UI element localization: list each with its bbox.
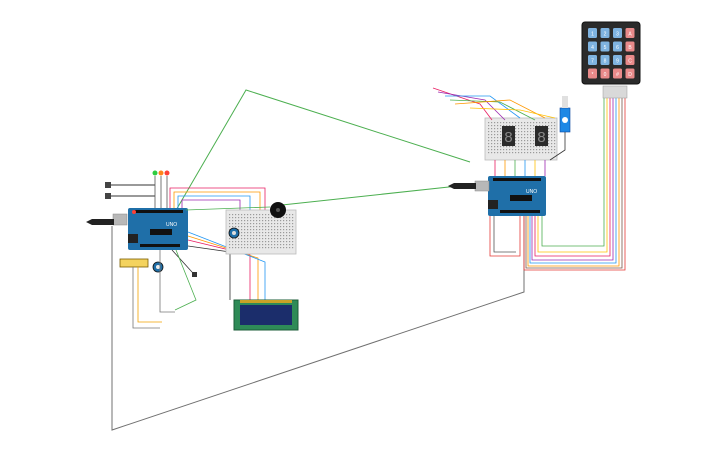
wires-right-top bbox=[432, 87, 556, 121]
keypad-key-label: 5 bbox=[604, 45, 607, 51]
board-label: UNO bbox=[526, 189, 537, 195]
keypad-key[interactable] bbox=[625, 28, 635, 38]
push-buttons-left[interactable] bbox=[105, 182, 155, 199]
wires-board-right-bottom bbox=[489, 216, 521, 257]
segment-digit: 8 bbox=[504, 130, 513, 147]
keypad-key[interactable] bbox=[588, 68, 597, 79]
arduino-left[interactable]: UNO bbox=[112, 208, 188, 250]
lcd-16x2-icon[interactable] bbox=[233, 299, 299, 331]
segment-digit: 8 bbox=[537, 130, 546, 147]
keypad-key-label: C bbox=[628, 59, 632, 65]
keypad-key-label: 0 bbox=[604, 72, 607, 78]
keypad-key-label: 2 bbox=[604, 32, 607, 38]
piezo-buzzer-icon[interactable] bbox=[270, 202, 286, 218]
keypad-key[interactable] bbox=[613, 68, 622, 79]
wire-green-long bbox=[281, 185, 459, 206]
seven-segment-display-icon[interactable]: 8 8 bbox=[502, 126, 548, 147]
keypad-key[interactable] bbox=[625, 55, 635, 65]
keypad-key[interactable] bbox=[613, 28, 622, 38]
keypad-key-label: 4 bbox=[591, 45, 594, 51]
led-icon bbox=[158, 170, 164, 176]
usb-cable-left bbox=[86, 219, 114, 225]
keypad-key-label: 6 bbox=[616, 45, 619, 51]
keypad-4x4-icon[interactable]: 1 2 3 A 4 5 6 B 7 8 9 C * 0 # D bbox=[581, 21, 641, 99]
keypad-key[interactable] bbox=[625, 68, 635, 79]
keypad-key-label: B bbox=[628, 45, 632, 51]
arduino-right[interactable]: UNO bbox=[474, 176, 546, 216]
usb-cable-right bbox=[448, 183, 476, 189]
keypad-key-label: 3 bbox=[616, 32, 619, 38]
servo-motor-icon[interactable] bbox=[549, 96, 571, 161]
keypad-key-label: D bbox=[628, 72, 632, 78]
keypad-key[interactable] bbox=[588, 55, 597, 65]
wires-bb-to-board bbox=[494, 160, 546, 176]
board-label: UNO bbox=[166, 222, 177, 228]
keypad-key[interactable] bbox=[613, 55, 622, 65]
keypad-key[interactable] bbox=[600, 41, 610, 52]
potentiometer-left[interactable] bbox=[228, 227, 240, 239]
keypad-key[interactable] bbox=[588, 28, 597, 38]
keypad-key[interactable] bbox=[588, 41, 597, 52]
keypad-key-label: * bbox=[592, 72, 594, 78]
wire-green-long bbox=[174, 89, 471, 213]
keypad-key-label: 9 bbox=[616, 59, 619, 65]
leds-group[interactable] bbox=[152, 170, 170, 209]
keypad-key[interactable] bbox=[613, 41, 622, 52]
keypad-key-label: # bbox=[616, 72, 619, 78]
keypad-key[interactable] bbox=[600, 55, 610, 65]
keypad-key-label: 8 bbox=[604, 59, 607, 65]
long-wires bbox=[111, 89, 525, 431]
led-icon bbox=[164, 170, 170, 176]
keypad-wires bbox=[523, 98, 626, 271]
keypad-key-label: A bbox=[628, 32, 632, 38]
wires-left-board bbox=[169, 187, 271, 300]
keypad-key[interactable] bbox=[625, 41, 635, 52]
keypad-key[interactable] bbox=[600, 68, 610, 79]
sensor-left[interactable] bbox=[119, 249, 197, 329]
keypad-key[interactable] bbox=[600, 28, 610, 38]
keypad-key-label: 1 bbox=[591, 32, 594, 38]
led-icon bbox=[152, 170, 158, 176]
keypad-key-label: 7 bbox=[591, 59, 594, 65]
